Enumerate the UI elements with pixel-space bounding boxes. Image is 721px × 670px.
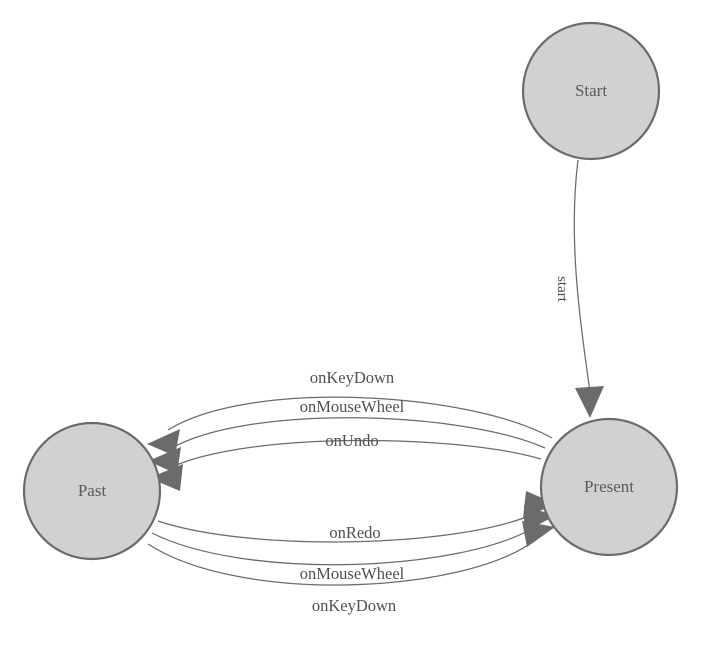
edge-present-to-past-onundo-label: onUndo: [325, 431, 378, 450]
edge-present-to-past-onmousewheel-label: onMouseWheel: [300, 397, 405, 416]
edge-past-to-present-onredo[interactable]: onRedo: [157, 491, 556, 543]
edge-past-to-present-onkeydown-arrowhead: [522, 521, 555, 547]
node-start-circle: [521, 21, 661, 161]
edge-present-to-past-onundo-arrowhead: [149, 464, 183, 491]
edge-present-to-past-onkeydown[interactable]: onKeyDown: [147, 368, 553, 456]
edge-present-to-past-onmousewheel-path: [169, 417, 546, 450]
edge-start-to-present-arrowhead: [575, 386, 604, 418]
edge-present-to-past-onundo[interactable]: onUndo: [149, 431, 542, 491]
node-present[interactable]: Present: [539, 417, 679, 557]
edge-present-to-past-onkeydown-label: onKeyDown: [310, 368, 394, 387]
node-past-circle: [22, 421, 162, 561]
edge-past-to-present-onmousewheel-path: [151, 526, 536, 566]
node-start[interactable]: Start: [521, 21, 661, 161]
edge-start-to-present-label: start: [554, 276, 570, 303]
node-present-label: Present: [584, 477, 634, 496]
edge-past-to-present-onmousewheel-label: onMouseWheel: [300, 564, 405, 583]
edge-start-to-present[interactable]: start: [554, 159, 604, 418]
node-present-circle: [539, 417, 679, 557]
edge-start-to-present-path: [573, 159, 591, 393]
edge-present-to-past-onkeydown-path: [167, 396, 553, 439]
edge-past-to-present-onredo-label: onRedo: [329, 523, 380, 542]
edge-present-to-past-onundo-path: [171, 439, 542, 468]
edge-past-to-present-onkeydown-path: [147, 540, 535, 586]
edge-past-to-present-onkeydown[interactable]: onKeyDown: [147, 521, 555, 615]
edge-past-to-present-onkeydown-label: onKeyDown: [312, 596, 396, 615]
node-past[interactable]: Past: [22, 421, 162, 561]
node-start-label: Start: [575, 81, 607, 100]
edge-present-to-past-onkeydown-arrowhead: [147, 429, 180, 456]
node-past-label: Past: [78, 481, 107, 500]
edge-past-to-present-onredo-path: [157, 512, 537, 543]
